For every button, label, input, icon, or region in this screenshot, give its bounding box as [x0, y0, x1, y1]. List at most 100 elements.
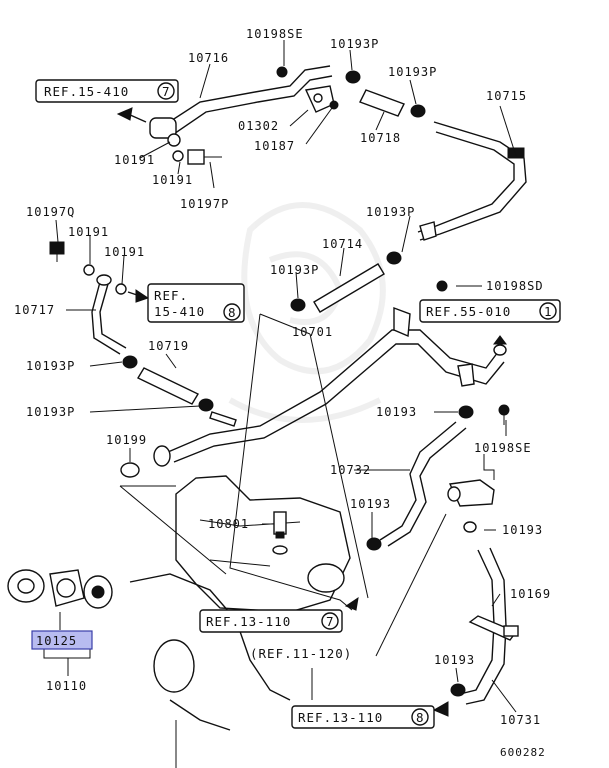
label-10198SE-mid[interactable]: 10198SE — [474, 441, 532, 455]
label-10125[interactable]: 10125 — [36, 634, 77, 648]
label-10193-b[interactable]: 10193 — [350, 497, 391, 511]
label-10701[interactable]: 10701 — [292, 325, 333, 339]
label-10169[interactable]: 10169 — [510, 587, 551, 601]
water-outlet — [447, 479, 495, 507]
hose-10719[interactable] — [137, 367, 199, 405]
water-inlet — [307, 563, 345, 593]
label-10191-d[interactable]: 10191 — [104, 245, 145, 259]
ref-15-410-7-text: REF.15-410 — [44, 84, 129, 99]
engine-block — [129, 475, 351, 768]
hose-10718[interactable] — [359, 89, 405, 117]
label-10191-c[interactable]: 10191 — [68, 225, 109, 239]
label-10197P[interactable]: 10197P — [180, 197, 229, 211]
gasket-10125-part[interactable] — [49, 569, 85, 607]
ref-15-410-7-num: 7 — [162, 84, 171, 99]
label-10193P-5[interactable]: 10193P — [26, 359, 75, 373]
label-10193P-top[interactable]: 10193P — [330, 37, 379, 51]
label-10716[interactable]: 10716 — [188, 51, 229, 65]
ref-box-13-110-8[interactable]: REF.13-110 8 — [291, 705, 435, 729]
ref-box-13-110-7[interactable]: REF.13-110 7 — [199, 596, 359, 633]
label-10187[interactable]: 10187 — [254, 139, 295, 153]
leader-lines — [55, 40, 517, 713]
ref-11-120-text: (REF.11-120) — [250, 646, 352, 661]
label-10731[interactable]: 10731 — [500, 713, 541, 727]
clamp-10193-a[interactable] — [458, 405, 474, 419]
ref-15-410-8-line1: REF. — [154, 288, 188, 303]
clamp-10193P-top[interactable] — [345, 70, 361, 84]
label-10801[interactable]: 10801 — [208, 517, 249, 531]
nipple — [209, 411, 237, 427]
label-10717[interactable]: 10717 — [14, 303, 55, 317]
label-10714[interactable]: 10714 — [322, 237, 363, 251]
leader-10125 — [43, 612, 91, 676]
label-10193P-6[interactable]: 10193P — [26, 405, 75, 419]
bracket-01302[interactable] — [304, 85, 335, 113]
hose-10731[interactable] — [459, 547, 507, 705]
ref-box-15-410-8[interactable]: REF. 15-410 8 — [147, 283, 245, 323]
clamp-10193-b[interactable] — [366, 537, 382, 551]
bolt-10198SD[interactable] — [436, 280, 448, 292]
label-10719[interactable]: 10719 — [148, 339, 189, 353]
label-10193P-3[interactable]: 10193P — [366, 205, 415, 219]
ref-15-410-8-line2: 15-410 — [154, 304, 205, 319]
label-10718[interactable]: 10718 — [360, 131, 401, 145]
ref-11-120[interactable]: (REF.11-120) — [250, 646, 352, 661]
gasket-10191-d[interactable] — [115, 283, 127, 295]
oring-10199[interactable] — [120, 462, 140, 478]
clamp-10193P-2[interactable] — [410, 104, 426, 118]
label-10191-b[interactable]: 10191 — [152, 173, 193, 187]
sensor-10801[interactable] — [273, 511, 287, 539]
arrow-to-ref-15-410-8 — [127, 289, 150, 303]
gasket-10191-a[interactable] — [167, 133, 181, 147]
label-10193-d[interactable]: 10193 — [434, 653, 475, 667]
label-10715[interactable]: 10715 — [486, 89, 527, 103]
water-pipe-10701[interactable] — [153, 306, 507, 467]
hose-10716[interactable] — [149, 65, 333, 139]
label-10191-a[interactable]: 10191 — [114, 153, 155, 167]
label-10732[interactable]: 10732 — [330, 463, 371, 477]
clamp-10193P-5[interactable] — [122, 355, 138, 369]
hose-10732[interactable] — [379, 421, 467, 547]
clamp-10169[interactable] — [468, 615, 519, 641]
bolt-10197Q[interactable] — [49, 241, 65, 262]
diagram-id: 600282 — [500, 746, 546, 759]
label-10198SD[interactable]: 10198SD — [486, 279, 544, 293]
gasket-10191-b[interactable] — [172, 150, 184, 162]
clamp-10193-d[interactable] — [450, 683, 466, 697]
arrow-to-ref-13-110-8 — [432, 701, 449, 717]
ref-box-55-010-1[interactable]: REF.55-010 1 — [419, 299, 561, 323]
bolt-10198SE-top[interactable] — [276, 66, 288, 78]
label-10193-a[interactable]: 10193 — [376, 405, 417, 419]
ref-55-010-1-num: 1 — [544, 304, 553, 319]
thermostat-10110-part[interactable] — [83, 575, 113, 609]
label-10197Q[interactable]: 10197Q — [26, 205, 75, 219]
label-10110[interactable]: 10110 — [46, 679, 87, 693]
washer — [272, 545, 288, 555]
label-10199[interactable]: 10199 — [106, 433, 147, 447]
label-10193P-4[interactable]: 10193P — [270, 263, 319, 277]
hose-10714[interactable] — [313, 263, 385, 313]
pipe-10715[interactable] — [417, 121, 527, 241]
labels: 10198SE 10716 10193P 10193P 10715 01302 … — [14, 27, 551, 759]
clamp-10193P-4[interactable] — [290, 298, 306, 312]
clamp-10193-c[interactable] — [463, 521, 477, 533]
bolt-10198SE-mid[interactable] — [498, 404, 510, 425]
label-10193P-2[interactable]: 10193P — [388, 65, 437, 79]
thermostat-cover[interactable] — [7, 569, 45, 603]
clamp-10193P-3[interactable] — [386, 251, 402, 265]
arrow-to-ref-15-410-7 — [116, 107, 147, 123]
ref-13-110-7-text: REF.13-110 — [206, 614, 291, 629]
ref-box-15-410-7[interactable]: REF.15-410 7 — [35, 79, 179, 103]
pipe-10717[interactable] — [91, 274, 127, 355]
label-10198SE-top[interactable]: 10198SE — [246, 27, 304, 41]
clamp-10193P-6[interactable] — [198, 398, 214, 412]
ref-55-010-1-text: REF.55-010 — [426, 304, 511, 319]
label-01302[interactable]: 01302 — [238, 119, 279, 133]
gasket-10191-c[interactable] — [83, 264, 95, 276]
bolt-10197P[interactable] — [187, 149, 222, 165]
nut-10187[interactable] — [329, 100, 339, 110]
ref-13-110-8-text: REF.13-110 — [298, 710, 383, 725]
ref-15-410-8-num: 8 — [228, 305, 237, 320]
label-10193-c[interactable]: 10193 — [502, 523, 543, 537]
